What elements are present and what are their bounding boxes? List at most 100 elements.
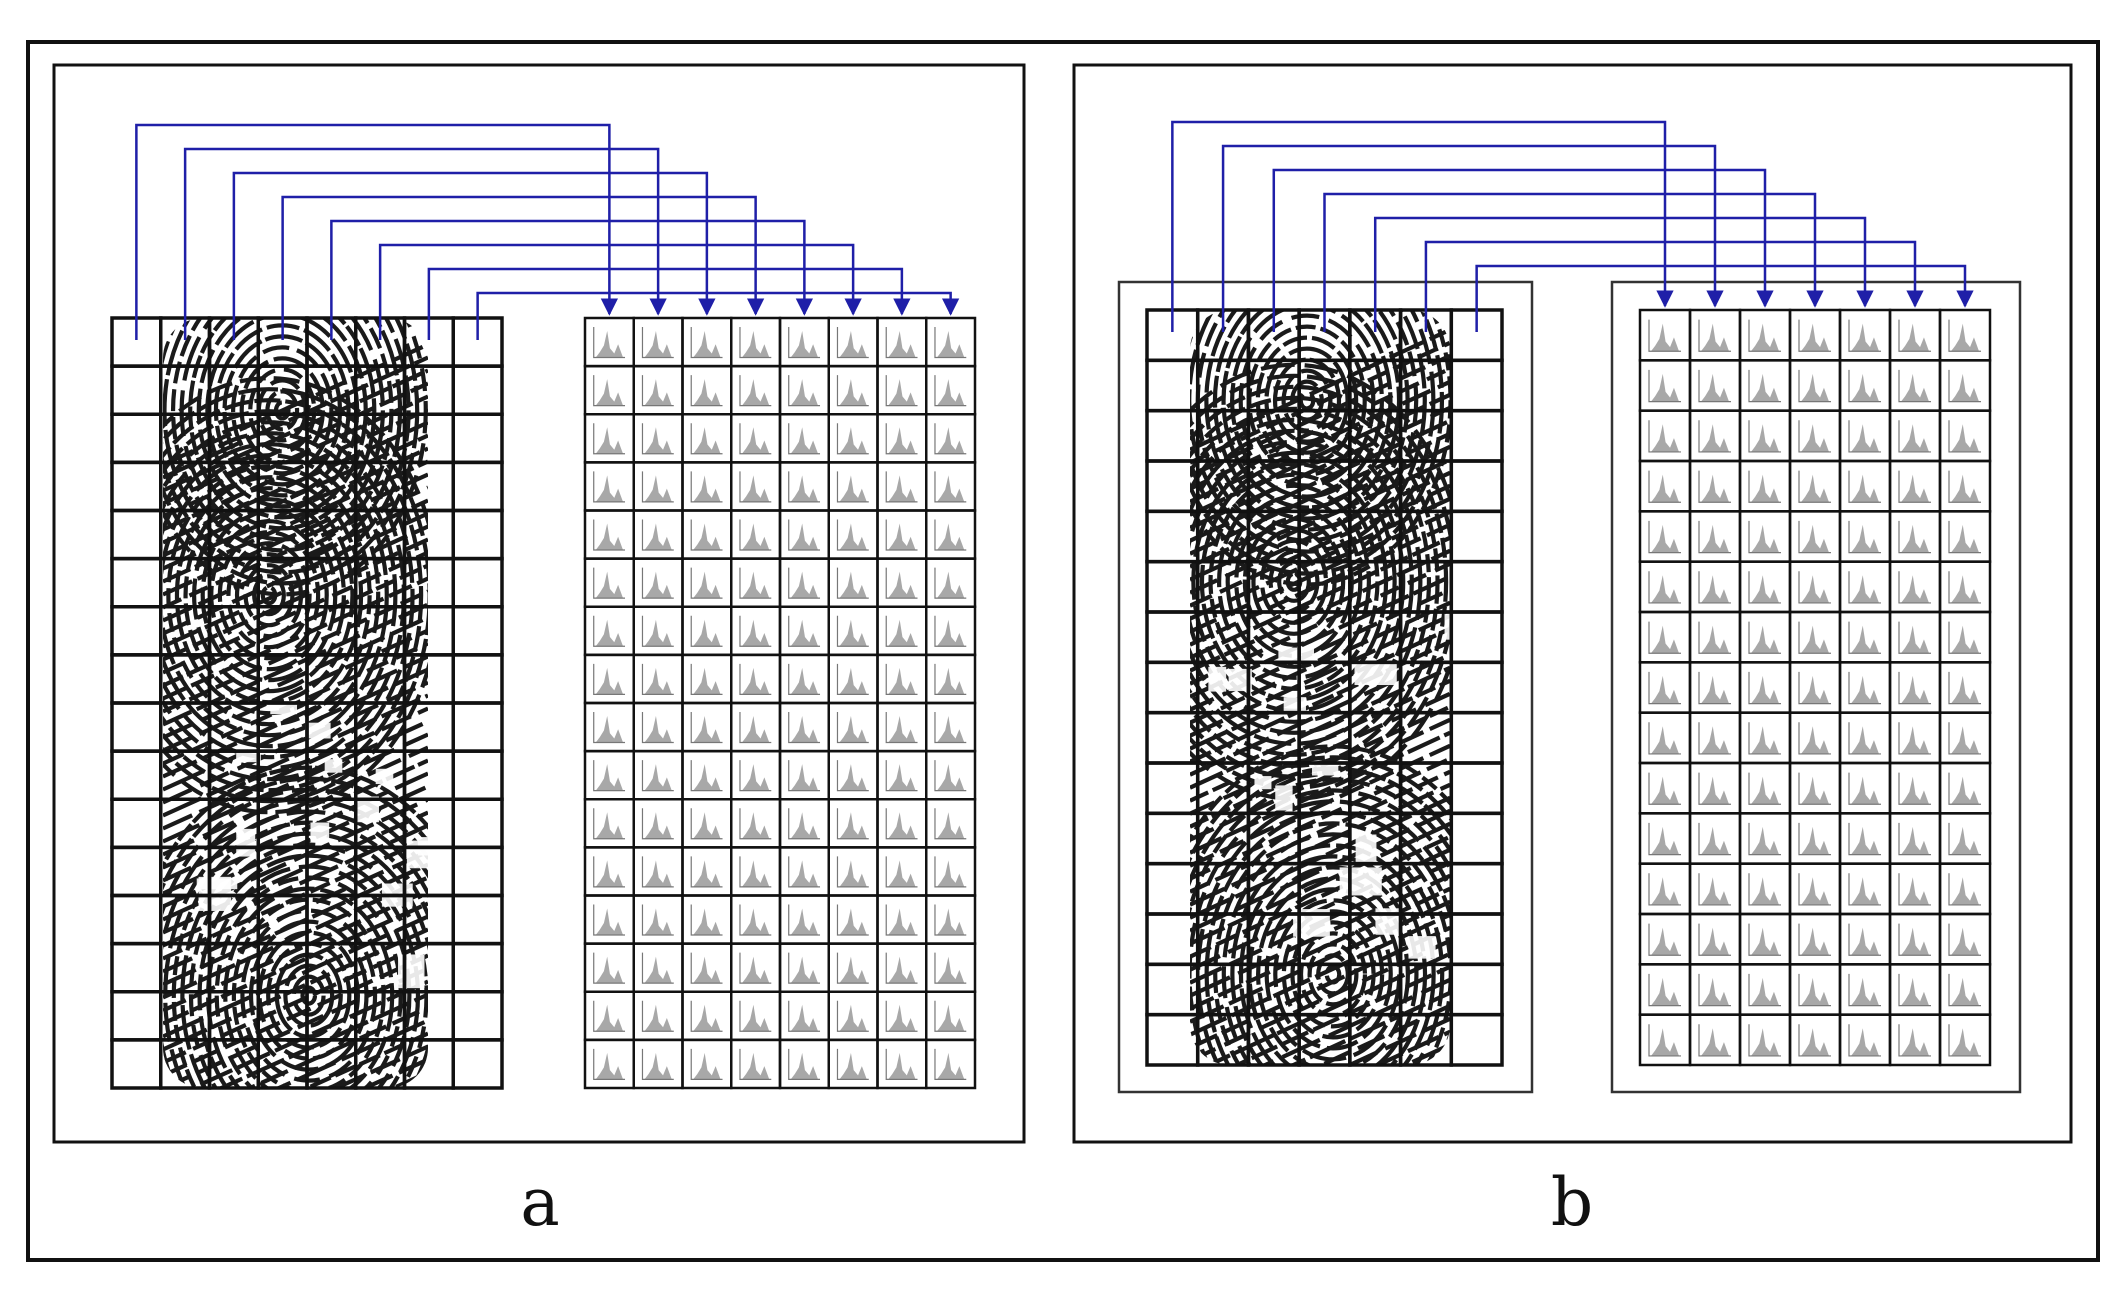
histogram-block	[778, 1038, 830, 1090]
histogram-axis	[1648, 571, 1681, 604]
histogram-block	[1888, 459, 1942, 513]
histogram-axis	[788, 1000, 821, 1032]
histogram-icon	[839, 379, 867, 406]
histogram-axis	[1798, 520, 1831, 554]
histogram-icon	[1701, 625, 1729, 654]
histogram-icon	[1701, 424, 1729, 452]
histogram-block	[925, 701, 977, 753]
histogram-icon	[1901, 977, 1929, 1006]
histogram-icon	[741, 908, 770, 935]
histogram-icon	[1851, 1028, 1879, 1056]
fingerprint-ridge	[163, 511, 428, 636]
histogram-axis	[1948, 671, 1981, 705]
histogram-axis	[1748, 520, 1781, 554]
histogram-axis	[788, 615, 821, 647]
histogram-block	[827, 1038, 879, 1090]
fingerprint-ridge	[163, 615, 428, 740]
histogram-icon	[839, 1004, 867, 1032]
histogram-icon	[888, 764, 916, 791]
histogram-icon	[888, 379, 916, 406]
fingerprint-ridge	[1190, 613, 1450, 738]
histogram-icon	[741, 764, 770, 791]
histogram-axis	[690, 760, 723, 792]
histogram-block	[778, 894, 830, 945]
histogram-axis	[885, 663, 918, 695]
fingerprint-ridge	[163, 628, 428, 753]
histogram-axis	[690, 326, 723, 359]
histogram-icon	[741, 571, 770, 599]
histogram-axis	[1898, 520, 1931, 554]
histogram-icon	[1751, 776, 1779, 805]
histogram-icon	[1701, 373, 1729, 402]
histogram-axis	[739, 1000, 772, 1032]
histogram-axis	[1698, 722, 1731, 755]
histogram-icon	[1701, 877, 1729, 905]
histogram-axis	[1948, 571, 1981, 604]
histogram-axis	[641, 326, 674, 359]
histogram-axis	[641, 375, 674, 407]
image-block	[110, 605, 163, 657]
histogram-icon	[1851, 323, 1879, 352]
histogram-block	[583, 557, 635, 608]
fingerprint-ridge	[1190, 444, 1450, 569]
fingerprint-ridge	[252, 574, 286, 617]
histogram-axis	[1948, 369, 1981, 403]
histogram-block	[583, 413, 635, 464]
print-gap	[1228, 668, 1252, 692]
image-block	[110, 508, 163, 561]
fingerprint-ridge	[226, 541, 312, 650]
histogram-block	[1738, 560, 1792, 614]
histogram-axis	[1648, 369, 1681, 403]
histogram-icon	[1701, 1028, 1729, 1056]
fingerprint-ridge	[1190, 340, 1450, 465]
fingerprint-ridge	[1190, 310, 1427, 554]
histogram-axis	[739, 760, 772, 792]
image-block	[451, 605, 504, 657]
histogram-icon	[741, 667, 770, 695]
fingerprint-ridge	[1190, 756, 1450, 881]
histogram-axis	[739, 567, 772, 599]
histogram-block	[632, 653, 684, 705]
histogram-icon	[1701, 776, 1729, 805]
image-block	[1449, 610, 1504, 665]
histogram-axis	[641, 1048, 674, 1080]
histogram-block	[1938, 610, 1992, 664]
histogram-axis	[1948, 621, 1981, 654]
histogram-block	[730, 701, 782, 753]
histogram-icon	[1751, 1028, 1779, 1056]
histogram-block	[1888, 963, 1942, 1016]
histogram-block	[925, 942, 977, 993]
fingerprint-ridge	[1190, 1016, 1450, 1065]
histogram-icon	[839, 667, 867, 695]
histogram-icon	[1851, 776, 1879, 805]
histogram-block	[1938, 812, 1992, 865]
histogram-axis	[690, 904, 723, 936]
histogram-block	[876, 749, 928, 801]
image-block	[451, 1038, 504, 1090]
fingerprint-ridge	[1190, 522, 1450, 647]
histogram-icon	[1701, 726, 1729, 754]
histogram-block	[583, 749, 635, 801]
histogram-block	[1888, 661, 1942, 714]
histogram-axis	[1648, 722, 1681, 755]
mapping-arrow	[427, 267, 911, 340]
histogram-axis	[1798, 822, 1831, 856]
histogram-icon	[1951, 726, 1979, 754]
histogram-block	[925, 990, 977, 1042]
histogram-icon	[1901, 675, 1929, 704]
histogram-axis	[1948, 470, 1981, 503]
fingerprint-ridge	[163, 693, 428, 818]
histogram-axis	[690, 1000, 723, 1032]
histogram-block	[583, 798, 635, 849]
histogram-block	[1738, 661, 1792, 714]
histogram-icon	[839, 427, 867, 454]
histogram-block	[778, 605, 830, 657]
histogram-axis	[836, 1048, 869, 1080]
histogram-block	[1638, 912, 1692, 966]
histogram-icon	[790, 379, 819, 406]
histogram-axis	[690, 567, 723, 599]
print-gap	[375, 768, 394, 785]
histogram-axis	[1698, 470, 1731, 503]
histogram-block	[1688, 459, 1742, 513]
histogram-axis	[641, 711, 674, 744]
